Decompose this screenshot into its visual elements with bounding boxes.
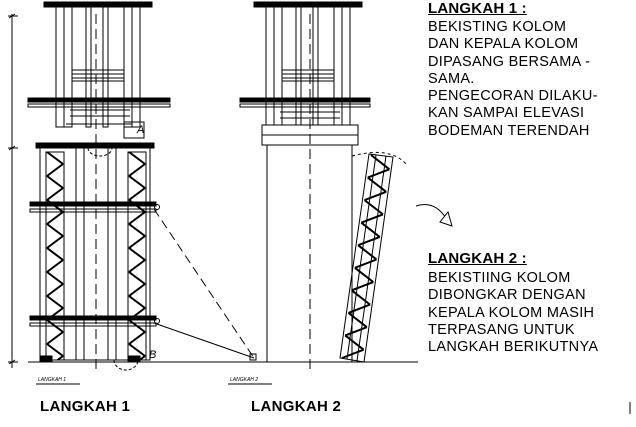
lattice-strut <box>367 176 387 193</box>
tiny-label-right: LANGKAH 2 <box>230 377 259 383</box>
lattice-strut <box>363 199 384 216</box>
lattice-strut <box>128 283 146 297</box>
step1-line: DIPASANG BERSAMA - <box>428 53 591 70</box>
tiny-label-left: LANGKAH 1 <box>38 377 67 383</box>
lattice-strut <box>348 303 371 314</box>
caption-step1: LANGKAH 1 <box>40 398 131 415</box>
lattice-strut <box>46 247 64 261</box>
lattice-strut <box>367 168 390 179</box>
column-clamps <box>29 201 160 327</box>
lattice-strut <box>351 281 374 292</box>
lattice-strut <box>357 244 378 261</box>
lattice-strut <box>354 258 377 269</box>
step2-line: BEKISTIING KOLOM <box>428 270 571 286</box>
lattice-strut <box>46 271 64 285</box>
lattice-strut <box>46 235 64 249</box>
marker-a: A <box>137 124 145 136</box>
removed-formwork-panel <box>339 151 407 363</box>
cast-column <box>236 14 418 372</box>
lattice-strut <box>55 355 64 360</box>
marker-b: B <box>149 349 157 361</box>
lattice-strut <box>46 175 64 189</box>
removal-arrow <box>415 204 453 227</box>
lattice-strut <box>370 154 391 171</box>
lattice-strut <box>138 355 146 360</box>
step1-column-assembly <box>8 1 262 372</box>
step1-line: BEKISTING KOLOM <box>428 19 567 35</box>
lattice-strut <box>46 343 64 357</box>
step2-title: LANGKAH 2 : <box>428 250 527 267</box>
column-head <box>27 1 171 139</box>
step2-line: LANGKAH BERIKUTNYA <box>428 339 599 356</box>
lattice-strut <box>46 283 64 297</box>
step2-line: DIBONGKAR DENGAN <box>428 287 586 304</box>
lattice-strut <box>46 295 64 309</box>
lattice-strut <box>128 152 146 165</box>
diagonal-braces <box>153 208 257 361</box>
lattice-strut <box>128 331 146 345</box>
lattice-strut <box>360 213 384 224</box>
lattice-strut <box>344 326 368 337</box>
lattice-strut <box>128 175 146 189</box>
caption-step2: LANGKAH 2 <box>251 398 342 415</box>
column-base <box>28 355 262 371</box>
step2-column-assembly <box>236 1 453 372</box>
lattice-strut <box>46 259 64 273</box>
lattice-strut <box>341 348 364 359</box>
lattice-strut <box>46 211 64 225</box>
step1-line: DAN KEPALA KOLOM <box>428 36 579 53</box>
lattice-strut <box>128 271 146 285</box>
lattice-strut <box>46 331 64 345</box>
lattice-strut <box>128 295 146 309</box>
lattice-strut <box>351 289 371 306</box>
lattice-strut <box>46 223 64 237</box>
step2-description: BEKISTIING KOLOM DIBONGKAR DENGAN KEPALA… <box>428 270 598 356</box>
step1-line: KAN SAMPAI ELEVASI <box>428 105 585 122</box>
lattice-strut <box>354 266 374 283</box>
column-head <box>239 1 371 146</box>
column-formwork <box>35 14 155 372</box>
lattice-strut <box>360 221 381 238</box>
step2-line: TERPASANG UNTUK <box>428 321 575 338</box>
lattice-strut <box>128 223 146 237</box>
lattice-strut <box>128 187 146 201</box>
step1-title: LANGKAH 1 : <box>428 0 527 17</box>
lattice-strut <box>128 163 146 177</box>
lattice-strut <box>128 247 146 261</box>
lattice-strut <box>46 187 64 201</box>
height-dimension-line <box>8 13 18 368</box>
lattice-strut <box>364 190 387 202</box>
step1-line: PENGECORAN DILAKU- <box>428 88 598 105</box>
lattice-strut <box>128 211 146 225</box>
step1-line: BODEMAN TERENDAH <box>428 122 590 139</box>
lattice-strut <box>357 236 381 247</box>
lattice-strut <box>347 312 368 328</box>
step1-description: BEKISTING KOLOM DAN KEPALA KOLOM DIPASAN… <box>428 19 598 140</box>
lattice-strut <box>46 163 64 177</box>
step1-line: SAMA. <box>428 70 475 87</box>
step2-line: KEPALA KOLOM MASIH <box>428 304 595 321</box>
lattice-strut <box>46 152 64 165</box>
lattice-strut <box>128 259 146 273</box>
lattice-strut <box>128 235 146 249</box>
lattice-strut <box>128 343 146 357</box>
lattice-strut <box>344 334 365 351</box>
